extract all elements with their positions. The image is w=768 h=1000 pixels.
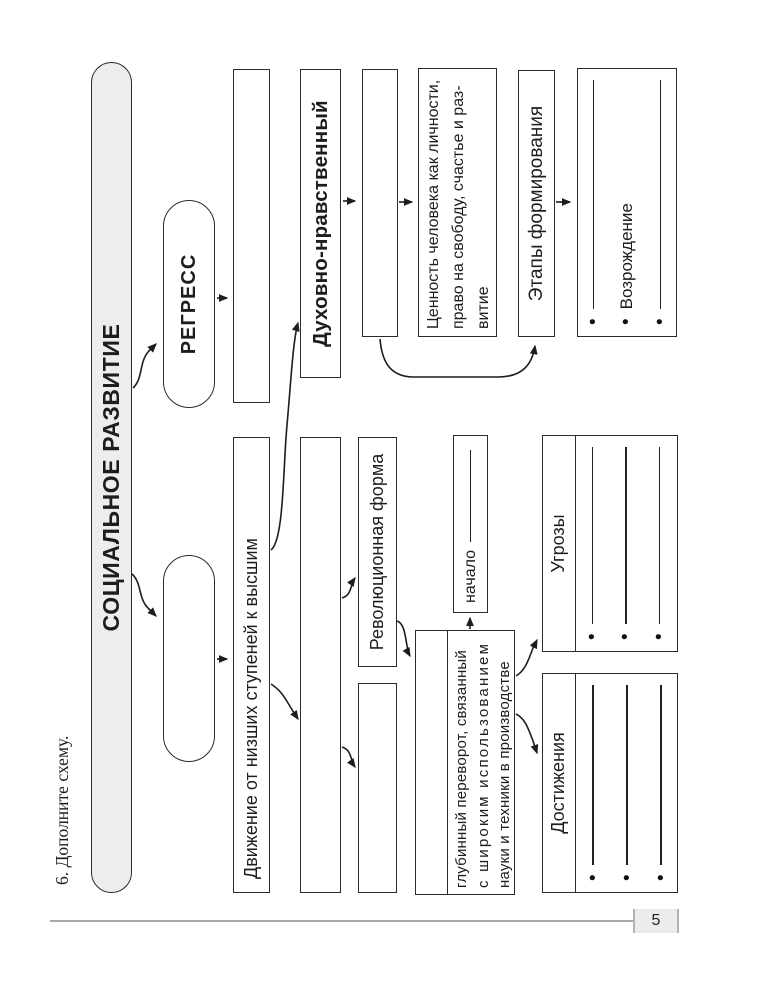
spiritual-moral-label: Духовно-нравственный [308,100,332,347]
list-item: • [577,68,610,337]
task-label: 6. Дополните схему. [51,735,72,885]
list-item: • [609,435,642,652]
blank-line [592,80,595,310]
bullet-icon: • [616,318,638,325]
bullet-icon: • [615,633,637,640]
threats-box [542,435,678,652]
threats-panel: Угрозы • • • [542,435,678,652]
achievements-panel: Достижения • • • [542,673,678,893]
page-number-tab: 5 [633,909,679,933]
revolutionary-form-box [358,437,397,667]
page-number: 5 [651,912,661,929]
spiritual-blank-box [362,69,398,337]
start-content: начало [453,435,488,613]
upheaval-box [415,630,515,895]
arrow-forms-to-revolutionary [341,576,356,599]
revolutionary-form-label: Революционная форма [367,453,387,651]
blank-line [591,447,594,625]
list-item: • [576,673,610,893]
blank-line [658,447,661,625]
footer-rule [50,920,634,922]
evolutionary-blank-box [358,683,397,893]
value-text: Ценность человека как личности, право на… [425,79,492,329]
bullet-icon: • [582,633,604,640]
blank-line [660,685,662,866]
list-item: • [644,68,677,337]
bullet-icon: • [616,874,638,881]
threats-title: Угрозы [542,435,576,652]
blank-line [659,80,662,310]
stages-box [518,70,555,337]
list-item: • [643,435,676,652]
arrow-upheaval-to-threats [515,638,538,677]
bullet-icon: • [648,633,670,640]
root-pill-label: СОЦИАЛЬНОЕ РАЗВИТИЕ [98,323,124,632]
progress-blank-box [163,555,215,762]
arrow-revolutionary-to-upheaval [396,620,411,658]
start-label: начало [461,549,479,603]
bullet-icon: • [583,318,605,325]
bullet-icon: • [650,874,672,881]
blank-line [625,447,627,625]
stages-list: • • Возрождение • [577,68,677,337]
renaissance-label: Возрождение [616,203,636,310]
bullet-icon: • [582,874,604,881]
bullet-icon: • [649,318,671,325]
list-item: • [610,673,644,893]
arrow-root-to-regress [132,343,157,389]
upheaval-blank-strip [415,630,448,895]
blank-line [592,685,594,866]
arrow-movement-to-spiritual [270,321,300,551]
arrow-root-to-progress [131,573,157,617]
root-pill [91,62,132,893]
spiritual-moral-box [300,69,341,378]
list-item: • [644,673,678,893]
blank-line [469,450,472,542]
arrow-movement-to-forms [270,683,299,721]
list-item: • [576,435,609,652]
movement-box [233,437,270,893]
renaissance-item: • Возрождение [610,68,643,337]
forms-blank-box [300,437,341,893]
upheaval-text: глубинный переворот, связанный с широким… [453,641,513,888]
movement-label: Движение от низших ступеней к высшим [241,538,261,879]
achievements-title: Достижения [542,673,576,893]
arrow-forms-to-evolutionary [341,746,356,769]
arrow-blank-to-stages [379,338,538,378]
achievements-box [542,673,678,893]
stages-label: Этапы формирования [525,105,547,302]
regress-blank-box [233,69,270,403]
regress-label: РЕГРЕСС [177,253,200,355]
blank-line [626,685,628,866]
value-box [418,68,497,337]
regress-box [163,200,215,408]
arrow-upheaval-to-achievements [515,713,539,755]
upheaval-content: глубинный переворот, связанный с широким… [415,630,515,895]
